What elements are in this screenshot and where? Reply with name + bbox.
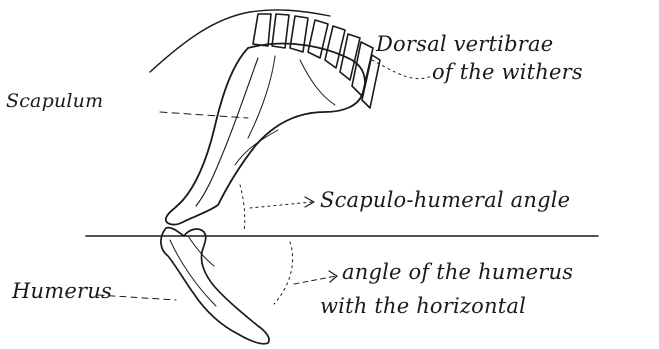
humerus-bone (161, 228, 269, 344)
angle-leader-line (294, 276, 336, 284)
scapulum-leader-line (160, 112, 248, 118)
dorsal-vertebrae (253, 14, 380, 108)
humerus-angle-label: angle of the humerus (342, 262, 573, 283)
humerus-label: Humerus (12, 281, 112, 302)
dorsal-vertebrae-label-line2: of the withers (432, 62, 583, 83)
scapulo-humeral-angle-arc (240, 185, 245, 232)
humerus-angle-label-line2: with the horizontal (320, 296, 526, 317)
scapulum-label: Scapulum (6, 92, 103, 111)
sh-angle-leader-line (250, 202, 312, 208)
dorsal-leader-line (372, 60, 432, 79)
dorsal-vertebrae-label: Dorsal vertibrae (376, 34, 553, 55)
scapulo-humeral-angle-label: Scapulo-humeral angle (320, 190, 570, 211)
back-contour-line (150, 10, 330, 72)
humerus-horizontal-angle-arc (274, 242, 293, 304)
